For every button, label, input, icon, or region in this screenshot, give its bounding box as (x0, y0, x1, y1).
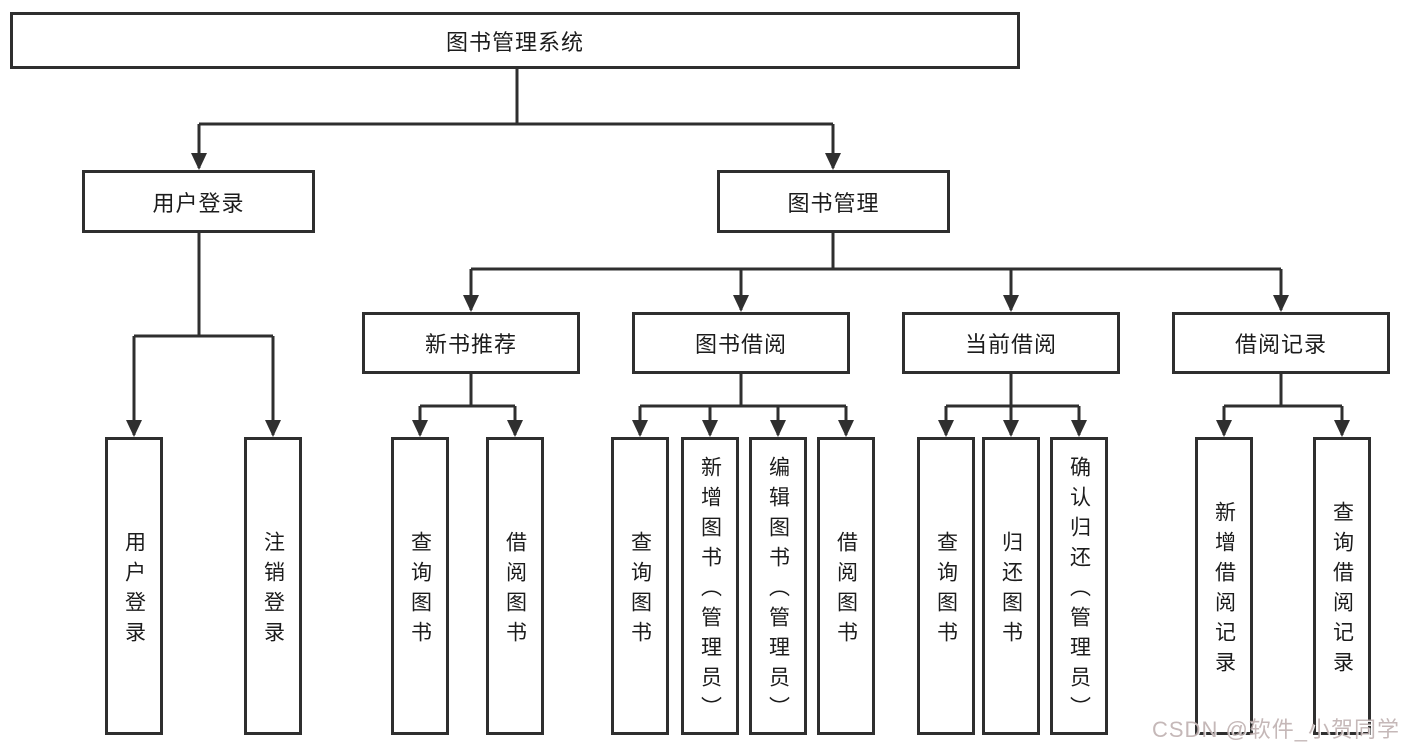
node-label: 图书借阅 (694, 332, 787, 357)
node-label: 查询图书 (628, 530, 652, 651)
csdn-watermark: CSDN @软件_小贺同学 (1152, 717, 1401, 742)
node-label: 查询图书 (934, 530, 958, 651)
node-query-books-recommend: 查询图书 (391, 437, 449, 735)
node-new-book-recommendation: 新书推荐 (362, 312, 580, 374)
node-label: 查询图书 (408, 530, 432, 651)
node-edit-books-admin: 编辑图书（管理员） (749, 437, 807, 735)
node-book-borrowing: 图书借阅 (632, 312, 850, 374)
node-add-books-admin: 新增图书（管理员） (681, 437, 739, 735)
node-label: 新增图书（管理员） (698, 455, 722, 726)
node-label: 图书管理 (787, 190, 880, 216)
node-borrow-books-recommend: 借阅图书 (486, 437, 544, 735)
node-return-books: 归还图书 (982, 437, 1040, 735)
node-label: 借阅图书 (503, 530, 527, 651)
node-label: 新书推荐 (424, 332, 517, 357)
node-label: 归还图书 (999, 530, 1023, 651)
node-user-login-leaf: 用户登录 (105, 437, 163, 735)
node-library-management-system: 图书管理系统 (10, 12, 1020, 69)
node-label: 查询借阅记录 (1330, 500, 1354, 681)
node-label: 注销登录 (261, 530, 285, 651)
node-label: 借阅图书 (834, 530, 858, 651)
node-label: 图书管理系统 (445, 29, 584, 55)
node-label: 确认归还（管理员） (1067, 455, 1091, 726)
node-label: 用户登录 (152, 190, 245, 216)
node-label: 新增借阅记录 (1212, 500, 1236, 681)
node-add-borrow-record: 新增借阅记录 (1195, 437, 1253, 735)
node-user-login-module: 用户登录 (82, 170, 315, 233)
node-current-borrowing: 当前借阅 (902, 312, 1120, 374)
node-borrowing-records: 借阅记录 (1172, 312, 1390, 374)
node-query-borrow-record: 查询借阅记录 (1313, 437, 1371, 735)
node-confirm-return-admin: 确认归还（管理员） (1050, 437, 1108, 735)
node-label: 用户登录 (122, 530, 146, 651)
node-borrow-books-leaf: 借阅图书 (817, 437, 875, 735)
node-label: 当前借阅 (964, 332, 1057, 357)
node-query-books-borrowing: 查询图书 (611, 437, 669, 735)
node-label: 借阅记录 (1234, 332, 1327, 357)
node-logout-leaf: 注销登录 (244, 437, 302, 735)
node-label: 编辑图书（管理员） (766, 455, 790, 726)
node-query-books-current: 查询图书 (917, 437, 975, 735)
node-book-management-module: 图书管理 (717, 170, 950, 233)
